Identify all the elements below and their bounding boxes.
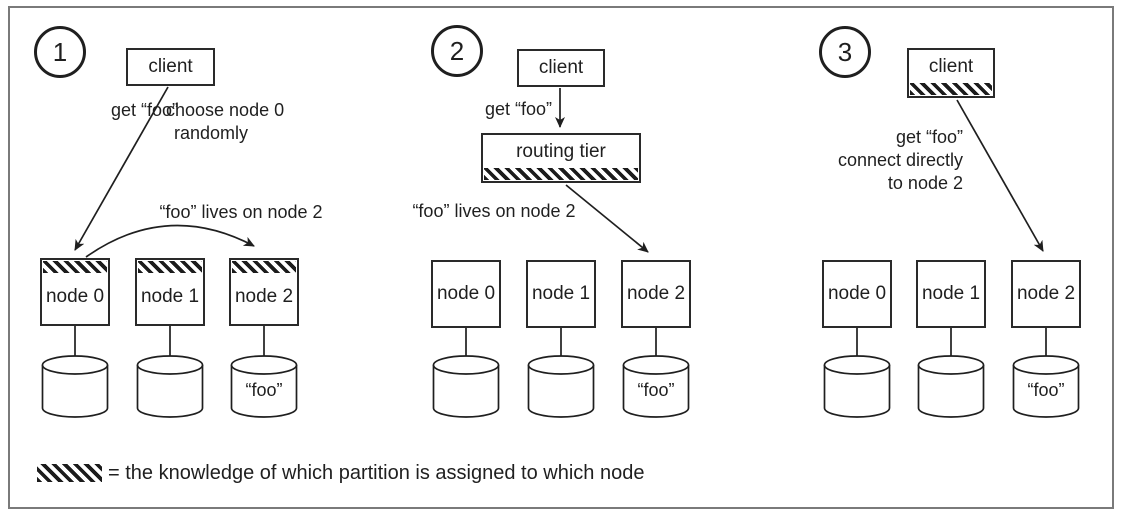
client-to-node2-arrow xyxy=(956,99,1044,252)
node-label: node 1 xyxy=(140,286,200,307)
request-label: get “foo” xyxy=(110,100,178,120)
partition-knowledge-hatch xyxy=(484,168,638,180)
partition-knowledge-hatch xyxy=(43,261,107,273)
forward-note-label: “foo” lives on node 2 xyxy=(412,201,576,221)
routing-tier-label: routing tier xyxy=(516,141,606,162)
node-label: node 2 xyxy=(626,283,686,304)
node-box: node 0 xyxy=(431,260,501,328)
db-cylinder xyxy=(1012,355,1080,418)
client-label: client xyxy=(928,56,974,77)
db-cylinder xyxy=(432,355,500,418)
client-box: client xyxy=(907,48,995,98)
request-label: get “foo” connect directly to node 2 xyxy=(795,126,963,195)
legend-text: = the knowledge of which partition is as… xyxy=(108,462,645,484)
partition-knowledge-hatch xyxy=(138,261,202,273)
node-label: node 1 xyxy=(531,283,591,304)
db-cylinder xyxy=(230,355,298,418)
routing-tier-box: routing tier xyxy=(481,133,641,183)
node-box: node 1 xyxy=(526,260,596,328)
db-cylinder xyxy=(917,355,985,418)
request-line: get “foo” xyxy=(895,127,963,147)
node-box: node 0 xyxy=(40,258,110,326)
foo-forward-arc-arrow xyxy=(85,224,255,258)
request-line: connect directly xyxy=(837,150,963,170)
client-box: client xyxy=(126,48,215,86)
node-label: node 2 xyxy=(234,286,294,307)
client-box: client xyxy=(517,49,605,87)
panel-1-number-badge: 1 xyxy=(34,26,86,78)
choose-node-note: choose node 0 randomly xyxy=(166,99,284,145)
node-box: node 2 xyxy=(1011,260,1081,328)
node-label: node 2 xyxy=(1016,283,1076,304)
forward-note-label: “foo” lives on node 2 xyxy=(159,202,323,222)
client-label: client xyxy=(148,56,193,77)
panel-number: 3 xyxy=(837,36,853,67)
node-label: node 0 xyxy=(45,286,105,307)
client-to-node0-arrow xyxy=(74,86,169,251)
note-line: randomly xyxy=(174,123,249,143)
router-to-node2-arrow xyxy=(565,184,649,253)
db-cylinder xyxy=(823,355,891,418)
db-cylinder xyxy=(527,355,595,418)
node-label: node 0 xyxy=(436,283,496,304)
request-label: get “foo” xyxy=(484,99,552,119)
node-box: node 1 xyxy=(135,258,205,326)
db-cylinder xyxy=(136,355,204,418)
partition-knowledge-hatch xyxy=(232,261,296,273)
node-label: node 1 xyxy=(921,283,981,304)
node-box: node 2 xyxy=(229,258,299,326)
db-cylinder xyxy=(41,355,109,418)
db-value-label: “foo” xyxy=(245,380,283,400)
db-cylinder xyxy=(622,355,690,418)
node-label: node 0 xyxy=(827,283,887,304)
node-box: node 1 xyxy=(916,260,986,328)
note-line: choose node 0 xyxy=(166,100,285,120)
panel-3-number-badge: 3 xyxy=(819,26,871,78)
node-box: node 0 xyxy=(822,260,892,328)
panel-number: 1 xyxy=(52,36,68,67)
panel-number: 2 xyxy=(449,35,465,66)
db-value-label: “foo” xyxy=(1027,380,1065,400)
db-value-label: “foo” xyxy=(637,380,675,400)
request-line: to node 2 xyxy=(887,173,963,193)
node-box: node 2 xyxy=(621,260,691,328)
client-label: client xyxy=(538,57,584,78)
partition-knowledge-hatch xyxy=(910,83,992,95)
panel-2-number-badge: 2 xyxy=(431,25,483,77)
legend-hatch-swatch-icon xyxy=(37,464,102,482)
